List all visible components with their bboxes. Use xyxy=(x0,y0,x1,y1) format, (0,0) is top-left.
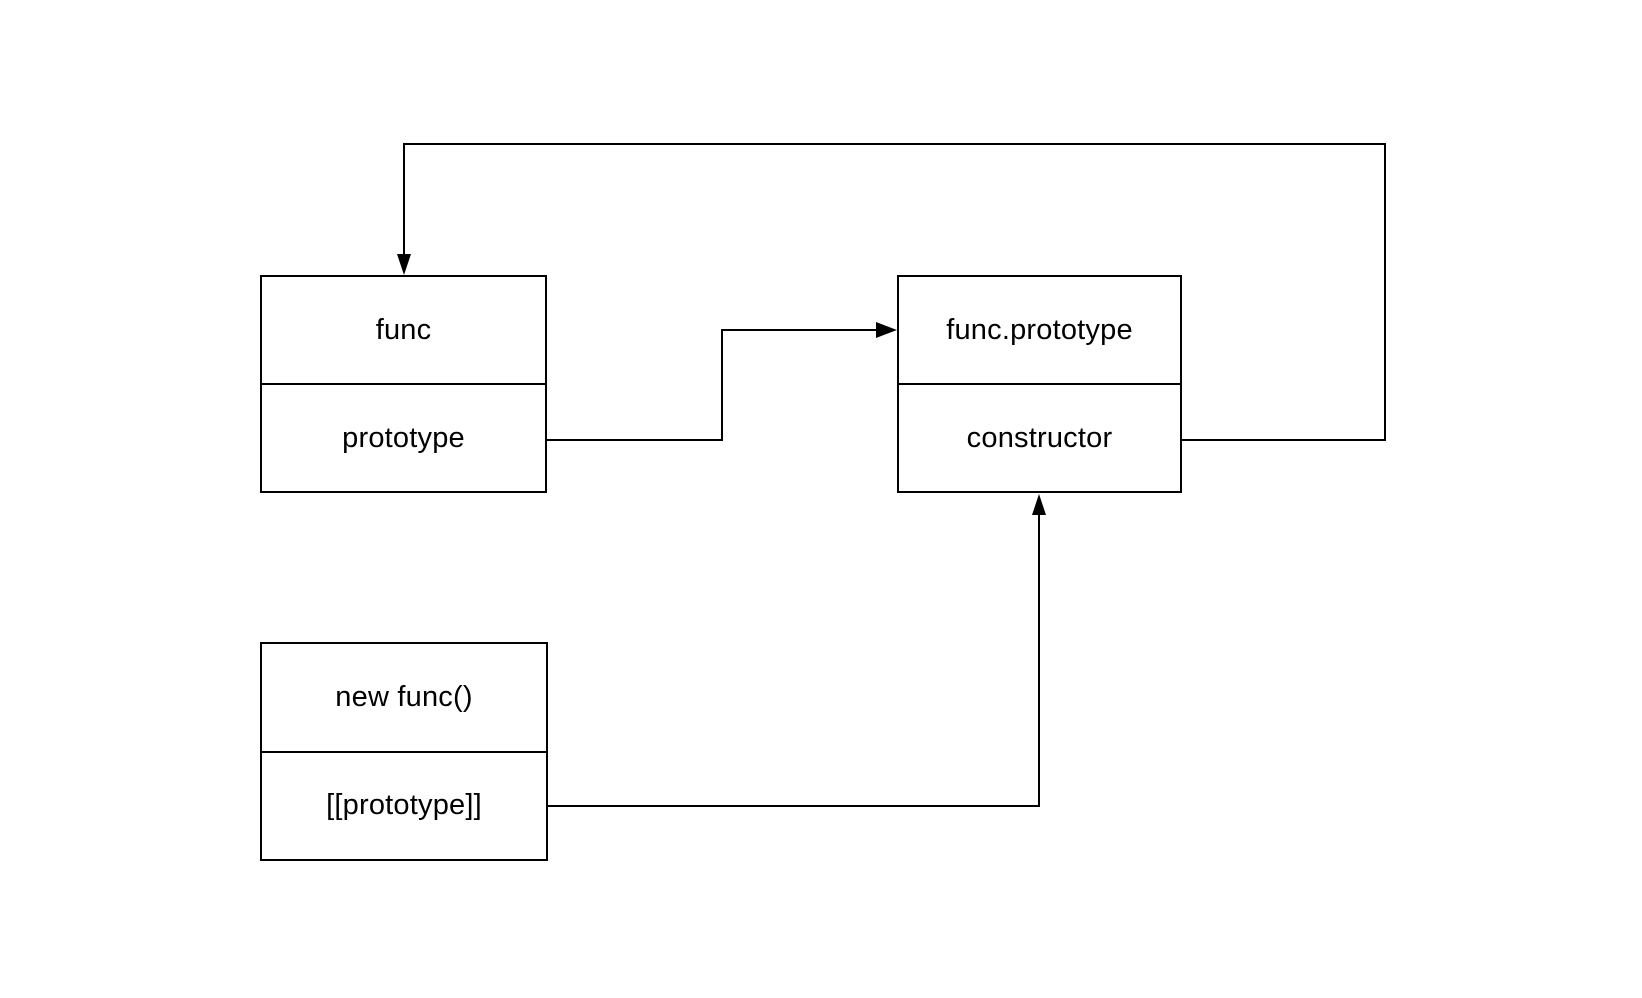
node-new-func-title: new func() xyxy=(335,680,473,713)
node-func: func prototype xyxy=(260,275,547,493)
node-func-prototype-title: func.prototype xyxy=(946,313,1133,346)
arrowhead-up-icon xyxy=(1032,494,1046,515)
node-new-func: new func() [[prototype]] xyxy=(260,642,548,861)
arrowhead-right-icon xyxy=(876,322,897,338)
node-new-func-internal-prototype-property: [[prototype]] xyxy=(262,750,546,860)
arrowhead-down-icon xyxy=(397,254,411,275)
arrow-prototype-to-func-prototype xyxy=(547,322,897,441)
node-func-prototype-property: prototype xyxy=(262,383,545,491)
node-func-prototype-constructor-property: constructor xyxy=(899,383,1180,491)
arrow-internal-prototype-to-constructor xyxy=(548,494,1046,807)
node-func-prototype: func.prototype constructor xyxy=(897,275,1182,493)
node-func-title: func xyxy=(375,313,432,346)
